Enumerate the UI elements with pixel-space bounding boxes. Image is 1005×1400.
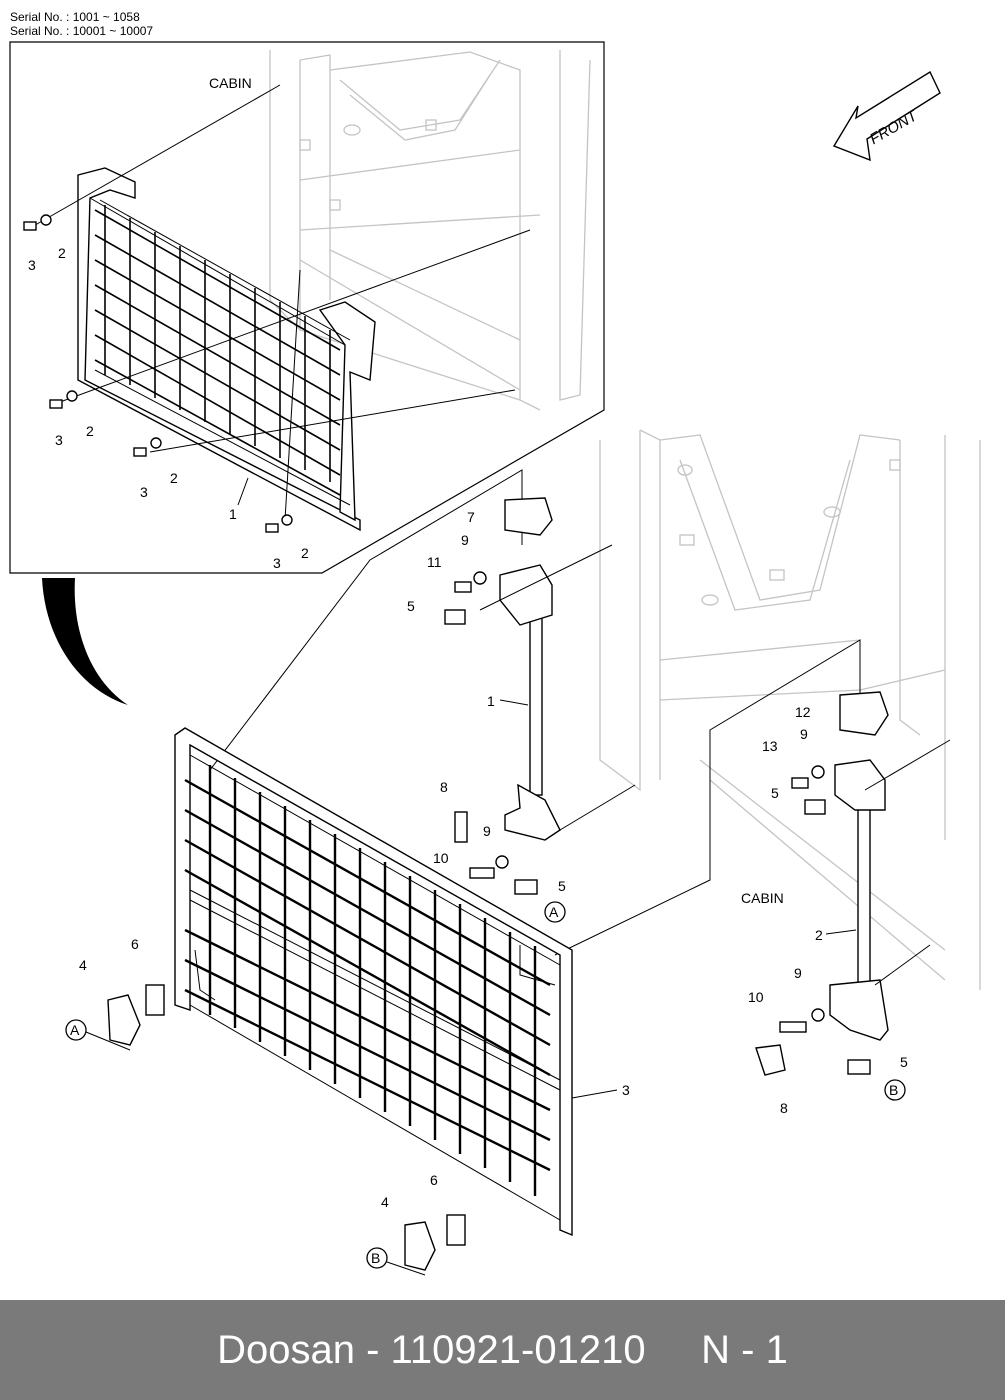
callout-6: 6 (131, 936, 139, 952)
footer-bar: Doosan - 110921-01210 N - 1 (0, 1300, 1005, 1400)
detail-markers: A A B B (65, 901, 906, 1276)
callout-9: 9 (483, 823, 491, 839)
callout-2: 2 (170, 470, 178, 486)
callout-7: 7 (467, 509, 475, 525)
front-direction-arrow: FRONT (832, 70, 941, 162)
support-post-2 (755, 691, 951, 1076)
callout-9: 9 (800, 726, 808, 742)
rotation-arrow (42, 578, 128, 705)
callout-11: 11 (427, 554, 442, 570)
callout-2: 2 (301, 545, 309, 561)
serial-number-range-1: Serial No. : 1001 ~ 1058 (10, 10, 140, 24)
callout-3: 3 (55, 432, 63, 448)
callout-3: 3 (622, 1082, 630, 1098)
callout-3: 3 (28, 257, 36, 273)
callout-5: 5 (771, 785, 779, 801)
detail-a-marker: A (70, 1022, 80, 1038)
cabin-label-top: CABIN (209, 75, 252, 91)
callout-3: 3 (140, 484, 148, 500)
callout-9: 9 (461, 532, 469, 548)
inset-cabin-outline (269, 50, 591, 411)
detail-b-marker: B (371, 1250, 380, 1266)
main-callouts: 7 9 11 5 1 8 9 10 5 6 4 3 6 4 12 13 9 5 … (79, 509, 908, 1210)
callout-3: 3 (273, 555, 281, 571)
callout-5: 5 (558, 878, 566, 894)
inset-net-frame (29, 84, 531, 532)
callout-4: 4 (381, 1194, 389, 1210)
inset-callouts: 1 2 3 2 3 2 3 2 3 CABIN (28, 75, 309, 571)
cabin-label-right: CABIN (741, 890, 784, 906)
inset-hardware (23, 214, 293, 533)
callout-2: 2 (815, 927, 823, 943)
detail-a-marker: A (549, 904, 559, 920)
callout-10: 10 (433, 850, 449, 866)
callout-2: 2 (58, 245, 66, 261)
callout-9: 9 (794, 965, 802, 981)
callout-5: 5 (407, 598, 415, 614)
callout-6: 6 (430, 1172, 438, 1188)
callout-4: 4 (79, 957, 87, 973)
support-post-1 (454, 497, 636, 843)
callout-8: 8 (780, 1100, 788, 1116)
callout-13: 13 (762, 738, 778, 754)
callout-2: 2 (86, 423, 94, 439)
callout-12: 12 (795, 704, 811, 720)
part-number-caption: Doosan - 110921-01210 N - 1 (217, 1327, 788, 1372)
callout-1: 1 (487, 693, 495, 709)
callout-1: 1 (229, 506, 237, 522)
callout-5: 5 (900, 1054, 908, 1070)
main-net-frame (174, 727, 573, 1237)
callout-8: 8 (440, 779, 448, 795)
main-hardware (107, 571, 871, 1271)
serial-number-range-2: Serial No. : 10001 ~ 10007 (10, 24, 154, 38)
parts-diagram: 1 2 3 2 3 2 3 2 3 CABIN FRONT (9, 41, 981, 1276)
detail-b-marker: B (889, 1082, 898, 1098)
callout-10: 10 (748, 989, 764, 1005)
